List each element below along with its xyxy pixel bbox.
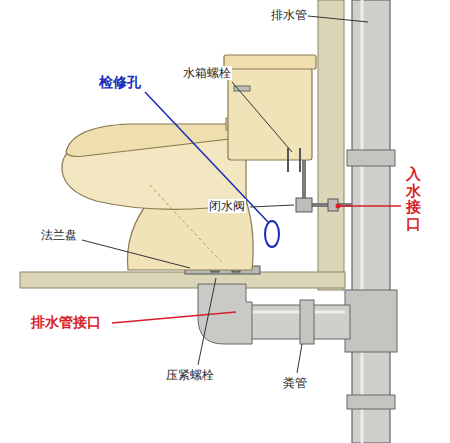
drain-stack [352, 0, 390, 443]
tank-lid [224, 55, 316, 69]
toilet-base [127, 200, 253, 270]
inspection-ring [265, 221, 279, 247]
part-label: 水箱螺栓 [182, 66, 232, 80]
part-label: 排水管 [270, 8, 308, 22]
wall [318, 0, 344, 290]
toilet-seat [66, 124, 238, 157]
part-label: 闭水阀 [208, 199, 246, 213]
valve [296, 198, 312, 212]
floor [20, 272, 345, 288]
soil-pipe [240, 305, 350, 339]
leader-line [297, 344, 302, 373]
part-label: 检修孔 [98, 74, 142, 91]
leader-line [112, 312, 236, 323]
leader-line [82, 240, 190, 268]
part-label: 粪管 [282, 376, 308, 390]
leader-line [198, 278, 216, 365]
part-label: 入水接口 [405, 166, 422, 232]
leader-line [338, 205, 401, 207]
y-fitting [345, 290, 397, 352]
part-label: 排水管接口 [30, 314, 102, 331]
tank [228, 68, 312, 160]
leader-line [308, 16, 368, 22]
leader-line [232, 82, 292, 152]
part-label: 压紧螺栓 [165, 368, 215, 382]
part-label: 法兰盘 [40, 228, 78, 242]
leader-line [250, 205, 294, 207]
leader-line [145, 92, 268, 222]
